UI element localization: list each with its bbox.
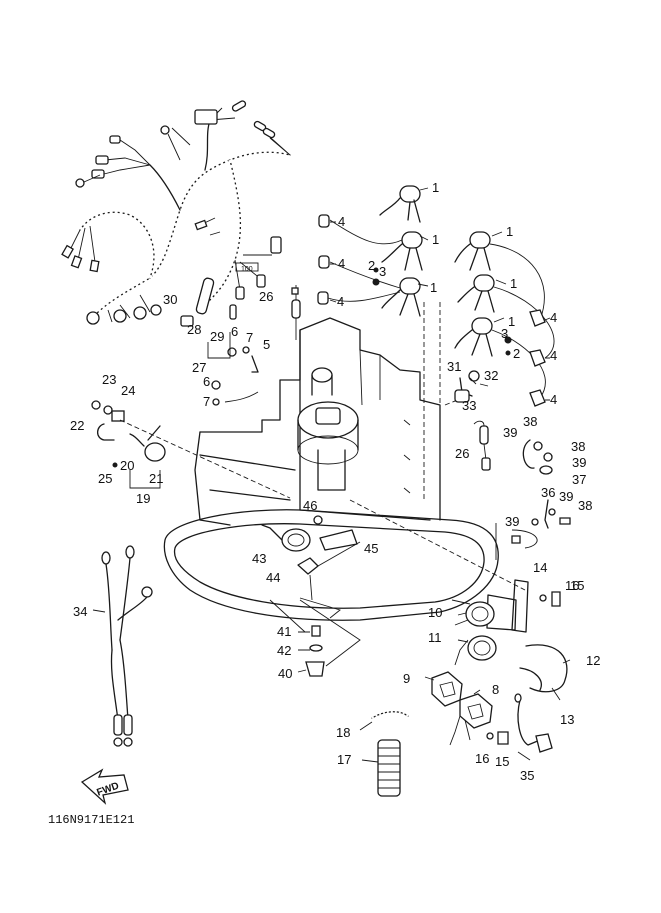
callout-39: 39	[559, 489, 573, 504]
right-small-parts	[495, 439, 571, 560]
callout-35: 35	[520, 768, 534, 783]
relay-assembly	[349, 499, 568, 753]
callout-1: 1	[430, 280, 437, 295]
callout-36: 36	[541, 485, 555, 500]
callout-24: 24	[121, 383, 135, 398]
callout-3: 3	[379, 264, 386, 279]
fuse-holders	[291, 285, 491, 471]
callout-11: 11	[428, 630, 442, 645]
callout-41: 41	[277, 624, 291, 639]
callout-1: 1	[508, 314, 515, 329]
callout-38: 38	[523, 414, 537, 429]
lower-parts	[261, 515, 361, 601]
callout-7: 7	[203, 394, 210, 409]
callout-2: 2	[368, 258, 375, 273]
battery-cable	[101, 545, 153, 747]
ignition-coils	[317, 185, 555, 500]
callout-45: 45	[364, 541, 378, 556]
callout-39: 39	[503, 425, 517, 440]
callout-4: 4	[550, 392, 557, 407]
engine-block	[194, 317, 441, 526]
bottom-cowling	[163, 509, 499, 621]
leader-lines	[92, 187, 571, 763]
callout-42: 42	[277, 643, 291, 658]
callout-38: 38	[578, 498, 592, 513]
callout-22: 22	[70, 418, 84, 433]
callout-44: 44	[266, 570, 280, 585]
diagram-code: 116N9171E121	[48, 813, 134, 827]
callout-1: 1	[506, 224, 513, 239]
callout-8: 8	[492, 682, 499, 697]
callout-15: 15	[495, 754, 509, 769]
callout-26: 26	[455, 446, 469, 461]
callout-2: 2	[513, 346, 520, 361]
callout-19: 19	[136, 491, 150, 506]
callout-26: 26	[259, 289, 273, 304]
callout-6: 6	[203, 374, 210, 389]
callout-39: 39	[572, 455, 586, 470]
callout-5: 5	[263, 337, 270, 352]
callout-32: 32	[484, 368, 498, 383]
bracket-40	[269, 599, 361, 677]
callout-16: 16	[475, 751, 489, 766]
callout-13: 13	[560, 712, 574, 727]
callout-29: 29	[210, 329, 224, 344]
callout-43: 43	[252, 551, 266, 566]
callout-37: 37	[572, 472, 586, 487]
callout-10: 10	[428, 605, 442, 620]
left-small-parts	[91, 400, 291, 499]
callout-39: 39	[505, 514, 519, 529]
small-bolts	[211, 346, 259, 406]
fwd-arrow-icon: FWD	[80, 768, 129, 805]
callout-25: 25	[98, 471, 112, 486]
tubes	[371, 711, 409, 797]
callout-3: 3	[501, 326, 508, 341]
callout-1: 1	[432, 232, 439, 247]
callout-38: 38	[571, 439, 585, 454]
callout-1: 1	[432, 180, 439, 195]
callout-7: 7	[246, 330, 253, 345]
callout-31: 31	[447, 359, 461, 374]
callout-28: 28	[187, 322, 201, 337]
callout-27: 27	[192, 360, 206, 375]
callout-12: 12	[586, 653, 600, 668]
callout-14: 14	[533, 560, 547, 575]
callout-21: 21	[149, 471, 163, 486]
callout-20: 20	[120, 458, 134, 473]
main-wire-harness	[61, 100, 291, 327]
callout-18: 18	[336, 725, 350, 740]
callout-34: 34	[73, 604, 87, 619]
callout-9: 9	[403, 671, 410, 686]
harness-tag: 100	[241, 266, 253, 273]
callout-4: 4	[338, 256, 345, 271]
callout-4: 4	[550, 348, 557, 363]
callout-4: 4	[550, 310, 557, 325]
callout-17: 17	[337, 752, 351, 767]
callout-30: 30	[163, 292, 177, 307]
callout-labels: 1111112233444444566778910111213141515161…	[70, 180, 600, 783]
callout-4: 4	[337, 294, 344, 309]
callout-15: 15	[570, 578, 584, 593]
callout-6: 6	[231, 324, 238, 339]
callout-16: 16	[565, 578, 579, 593]
callout-23: 23	[102, 372, 116, 387]
callout-1: 1	[510, 276, 517, 291]
callout-33: 33	[462, 398, 476, 413]
ground-terminals	[454, 370, 480, 403]
callout-40: 40	[278, 666, 292, 681]
callout-46: 46	[303, 498, 317, 513]
callout-4: 4	[338, 214, 345, 229]
